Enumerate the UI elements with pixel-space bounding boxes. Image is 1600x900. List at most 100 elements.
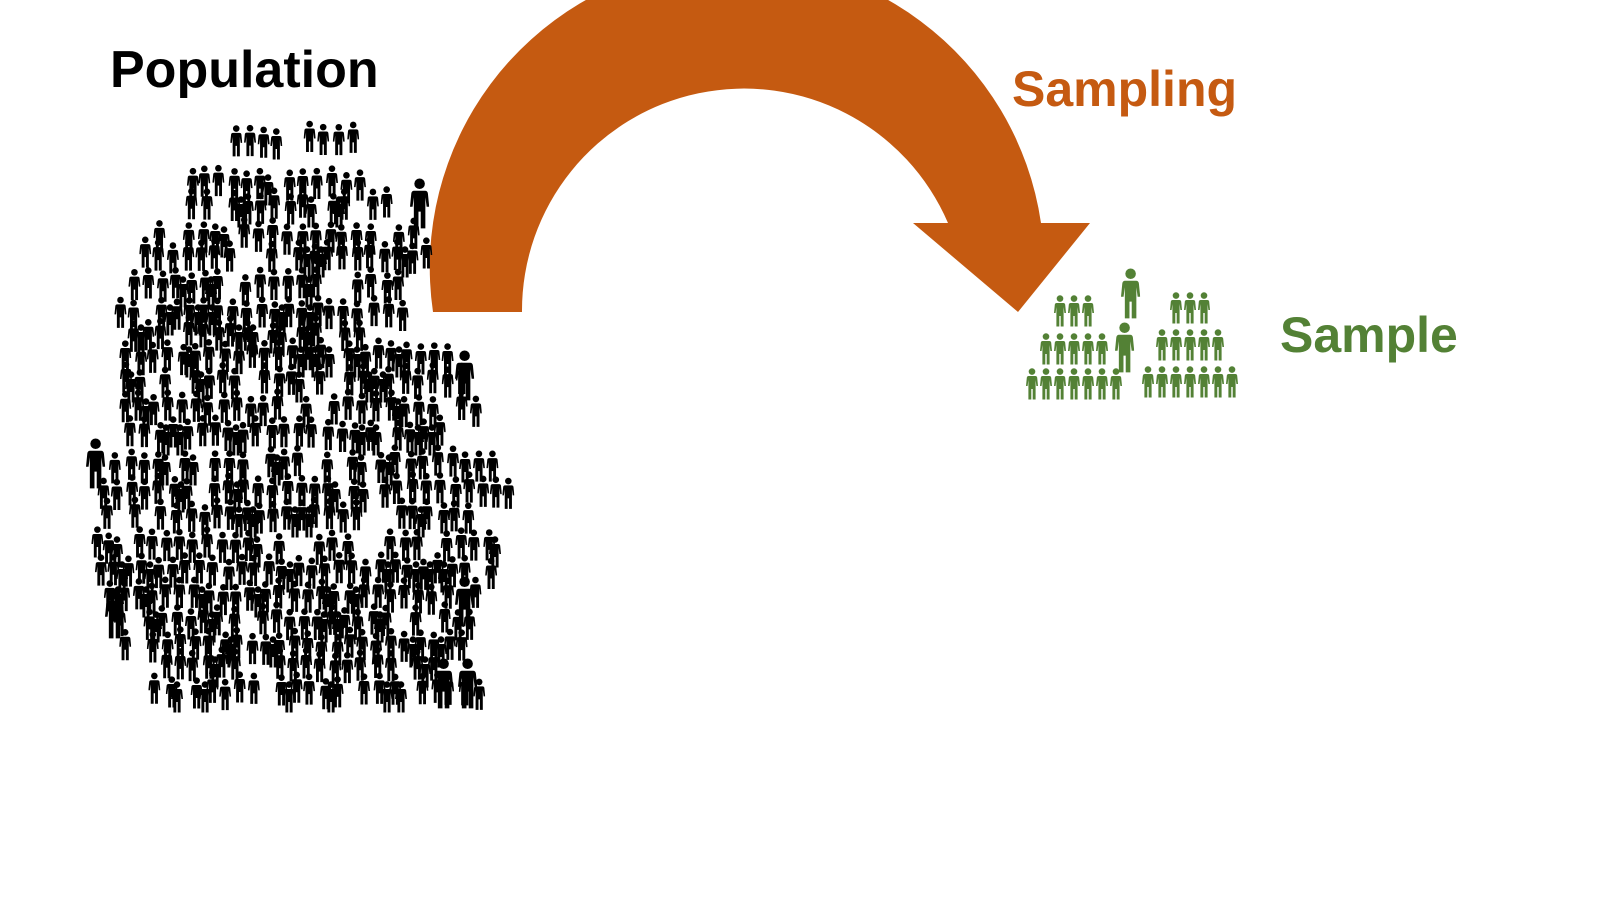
person-icon — [356, 628, 369, 661]
person-icon — [1198, 292, 1210, 324]
person-icon — [1142, 366, 1154, 398]
person-icon — [366, 188, 379, 220]
person-icon — [502, 477, 515, 509]
person-icon — [256, 296, 269, 328]
person-icon — [1170, 292, 1182, 324]
person-icon — [312, 294, 325, 327]
person-icon — [247, 672, 260, 704]
person-icon — [296, 186, 309, 218]
person-icon — [267, 268, 280, 300]
person-icon — [1040, 333, 1052, 365]
person-icon — [206, 554, 219, 586]
person-icon — [128, 268, 141, 301]
person-icon — [313, 363, 326, 395]
person-icon — [1054, 368, 1066, 400]
person-icon — [1184, 366, 1196, 398]
person-icon — [108, 452, 121, 484]
person-icon — [353, 169, 366, 201]
person-icon — [1082, 368, 1094, 400]
person-icon — [1096, 368, 1108, 400]
person-icon — [351, 271, 364, 303]
person-icon — [257, 394, 270, 427]
person-icon — [138, 478, 151, 510]
person-icon — [218, 391, 231, 423]
person-icon — [91, 526, 104, 558]
person-icon — [252, 475, 265, 507]
person-icon — [1054, 295, 1066, 327]
person-icon — [152, 556, 165, 589]
person-icon — [1121, 268, 1141, 319]
person-icon — [263, 553, 276, 585]
person-icon — [219, 678, 232, 711]
person-icon — [1040, 368, 1052, 400]
person-icon — [230, 125, 243, 157]
person-icon — [270, 128, 283, 160]
person-icon — [174, 648, 187, 680]
person-icon — [1212, 366, 1224, 398]
person-icon — [1115, 322, 1135, 373]
person-icon — [266, 417, 279, 449]
person-icon — [176, 391, 189, 423]
person-icon — [1198, 366, 1210, 398]
person-icon — [1026, 368, 1038, 400]
person-icon — [142, 267, 155, 299]
person-icon — [203, 367, 216, 399]
person-icon — [364, 266, 377, 298]
person-icon — [1156, 329, 1168, 361]
person-icon — [399, 529, 412, 561]
person-icon — [380, 186, 393, 218]
person-icon — [467, 529, 480, 561]
person-icon — [186, 167, 199, 200]
person-icon — [303, 120, 316, 152]
person-icon — [477, 475, 490, 507]
person-icon — [325, 165, 338, 197]
person-icon — [1082, 295, 1094, 327]
person-icon — [282, 268, 295, 300]
person-icon — [323, 297, 335, 330]
person-icon — [1068, 368, 1080, 400]
person-icon — [1054, 333, 1066, 365]
person-icon — [433, 472, 446, 504]
person-icon — [246, 632, 259, 665]
person-icon — [148, 672, 161, 704]
person-icon — [212, 164, 225, 197]
person-icon — [277, 416, 290, 448]
person-icon — [283, 608, 296, 641]
person-icon — [485, 557, 498, 589]
person-icon — [372, 337, 385, 369]
person-icon — [153, 220, 166, 252]
person-icon — [280, 223, 293, 255]
person-icon — [1156, 366, 1168, 398]
curved-arrow-icon — [429, 0, 1090, 312]
person-icon — [437, 502, 450, 534]
person-icon — [347, 121, 360, 153]
person-icon — [302, 581, 315, 613]
person-icon — [139, 236, 152, 268]
person-icon — [336, 420, 349, 452]
person-icon — [114, 296, 127, 328]
person-icon — [1184, 292, 1196, 324]
person-icon — [1226, 366, 1238, 398]
person-icon — [455, 629, 468, 661]
person-icon — [1170, 366, 1182, 398]
person-icon — [1068, 295, 1080, 327]
person-icon — [1082, 333, 1094, 365]
person-icon — [345, 552, 358, 584]
person-icon — [252, 220, 265, 252]
person-icon — [441, 366, 454, 398]
person-icon — [209, 414, 222, 446]
person-icon — [133, 526, 146, 558]
person-icon — [1212, 329, 1224, 361]
person-icon — [443, 628, 456, 660]
person-icon — [406, 497, 419, 530]
person-icon — [291, 444, 304, 477]
person-icon — [447, 445, 460, 477]
person-icon — [288, 580, 301, 612]
person-icon — [1198, 329, 1210, 361]
sampling-label: Sampling — [1012, 61, 1238, 117]
person-icon — [317, 123, 330, 156]
person-icon — [428, 342, 441, 374]
person-icon — [1096, 333, 1108, 365]
person-icon — [337, 501, 350, 533]
